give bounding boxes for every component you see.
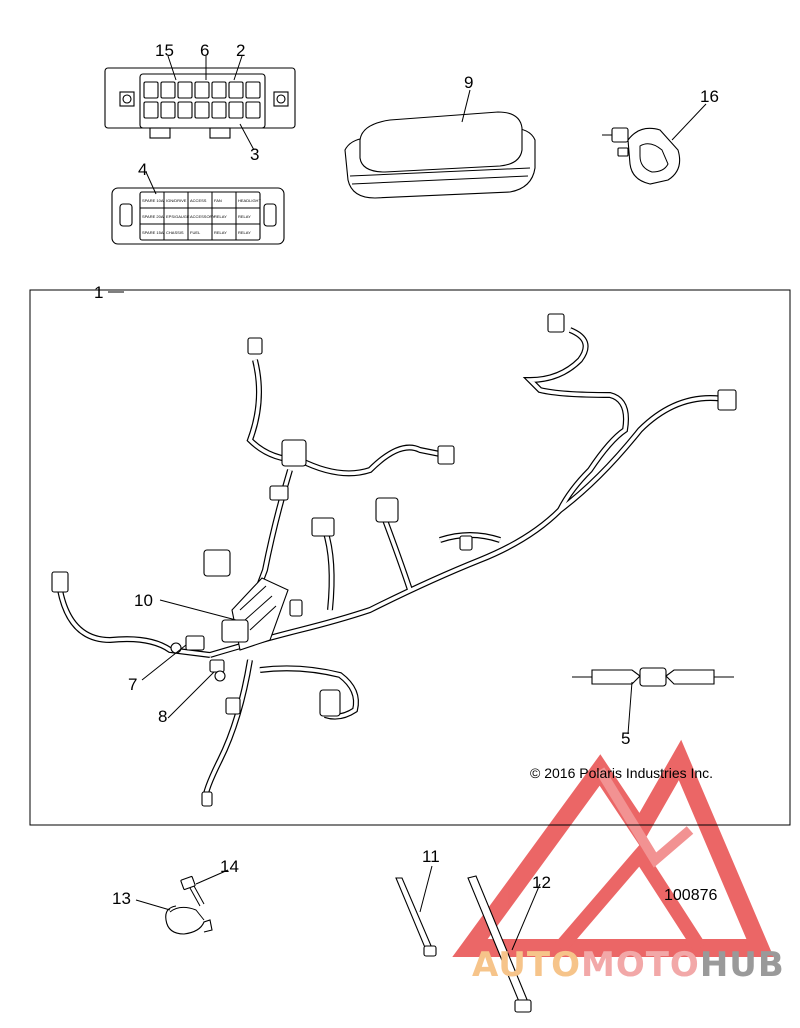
callout-3: 3 [250,145,259,164]
watermark-moto: MOTO [581,945,700,985]
relay-cell [211,101,227,119]
callout-4: 4 [138,160,147,179]
callout-8: 8 [158,707,167,726]
cable-tie-long [467,875,532,1013]
main-module [221,577,289,651]
harness-frame [29,289,791,826]
relay-cell [211,81,227,99]
relay-cell [245,81,261,99]
relay-cell [194,101,210,119]
relay-cell [160,101,176,119]
callout-10: 10 [134,591,153,610]
fuse-label: IGN/DRIVE [166,198,187,203]
callout-9: 9 [464,73,473,92]
fuse-label: SPARE 20A [142,214,164,219]
fuse-label: SPARE 10A [142,198,164,203]
leader-lines [108,55,707,951]
fuse-label: RELAY [238,214,251,219]
pigtail-connector [602,127,681,185]
relay-block [104,67,296,139]
fuse-box: SPARE 10A IGN/DRIVE ACCESS FAN HEADLIGHT… [111,187,285,245]
callout-7: 7 [128,675,137,694]
callout-6: 6 [200,41,209,60]
harness-clip-7 [170,635,205,654]
copyright-notice: © 2016 Polaris Industries Inc. [530,765,713,781]
relay-cell [143,81,159,99]
fuse-label: RELAY [238,230,251,235]
watermark-hub: HUB [700,945,785,985]
fuse-label: FAN [214,198,222,203]
clamp [165,905,213,935]
relay-cell [177,81,193,99]
callout-11: 11 [422,847,440,866]
callout-2: 2 [236,41,245,60]
inline-fuse-holder [572,667,734,687]
callout-12: 12 [532,873,551,892]
bolt [180,875,205,907]
fuse-label: FUEL [190,230,201,235]
callout-15: 15 [155,41,174,60]
fuse-label: ACCESSORY [190,214,215,219]
callout-1: 1 [94,283,103,302]
relay-cell [228,101,244,119]
harness-clip-8 [209,659,226,682]
fuse-label: CHASSIS [166,230,184,235]
harness-connectors [51,313,737,807]
fuse-label: RELAY [214,230,227,235]
callout-14: 14 [220,857,239,876]
relay-cell [177,101,193,119]
fuse-label: HEADLIGHT [238,198,261,203]
relay-cell [194,81,210,99]
relay-cell [245,101,261,119]
fuse-label: ACCESS [190,198,207,203]
watermark-text: AUTOMOTOHUB [472,945,785,985]
fuse-label: EPS/GAUGE [166,214,190,219]
callout-5: 5 [621,729,630,748]
fuse-label: RELAY [214,214,227,219]
fuse-box-cover [344,111,536,199]
drawing-number: 100876 [664,887,717,904]
watermark-auto: AUTO [472,945,581,985]
watermark-logo [452,739,774,957]
fuse-label: SPARE 15A [142,230,164,235]
cable-tie-short [395,877,437,957]
callout-13: 13 [112,889,131,908]
callout-16: 16 [700,87,719,106]
relay-cell [143,101,159,119]
relay-cell [160,81,176,99]
relay-cell [228,81,244,99]
